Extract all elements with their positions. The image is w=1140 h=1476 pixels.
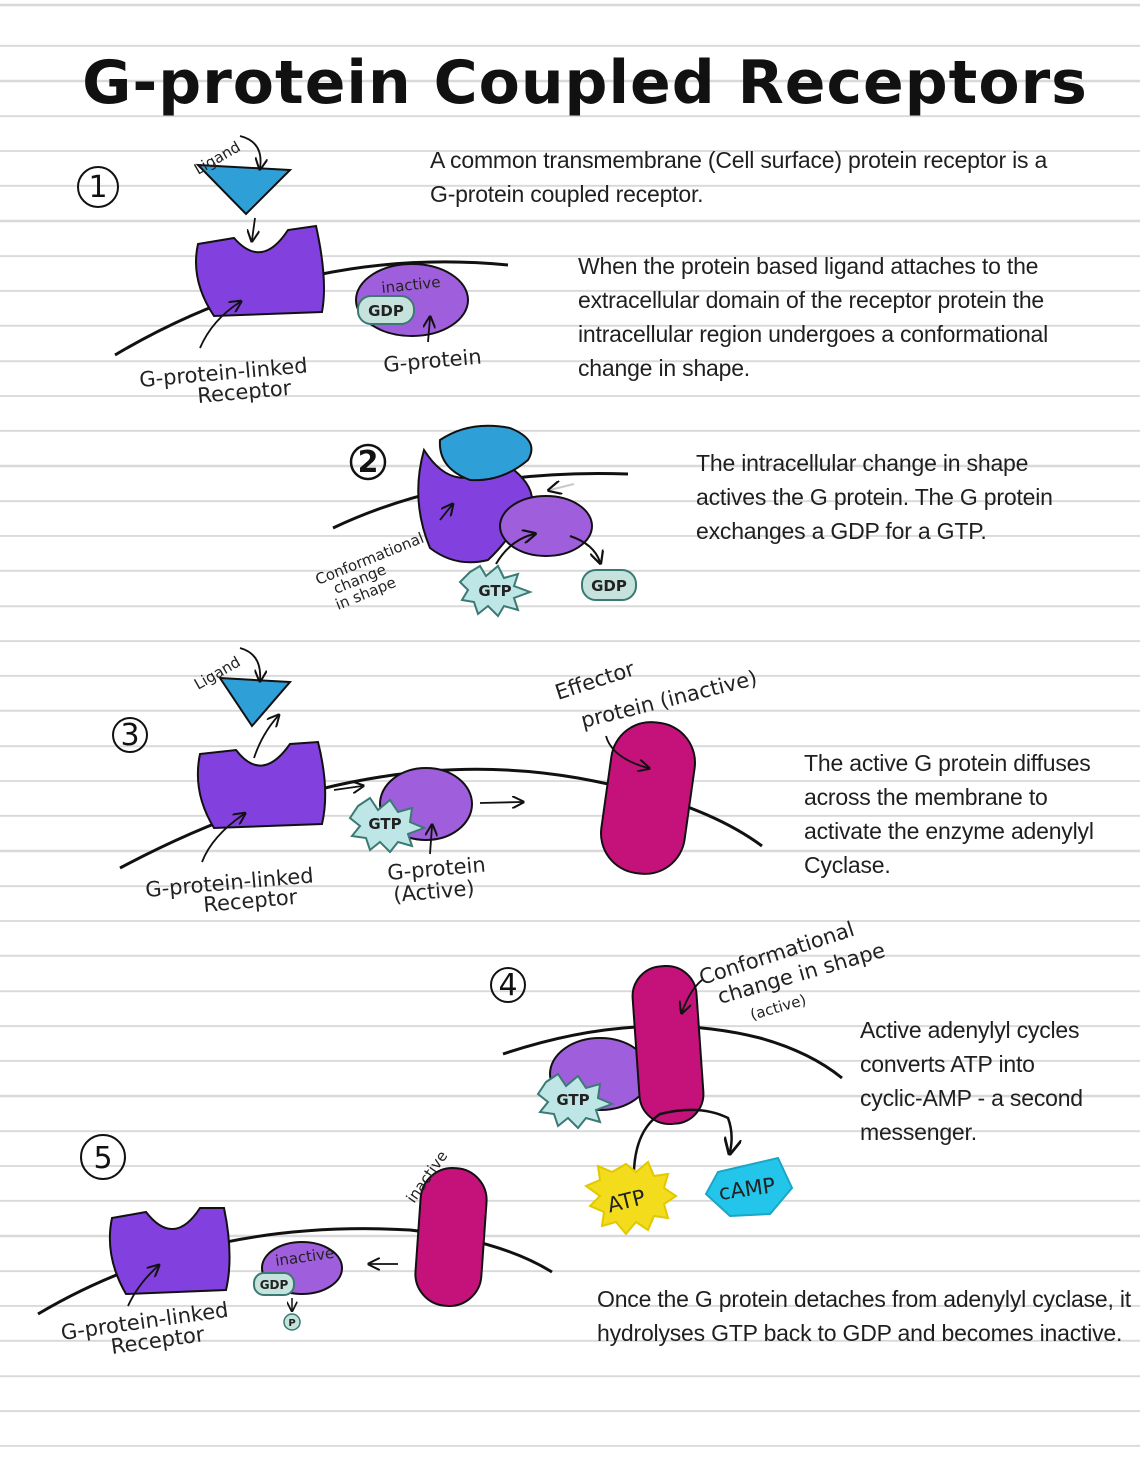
step-4-description: Active adenylyl cycles converts ATP into… [860,1017,1083,1145]
step-4-number: 4 [498,968,517,1003]
receptor-pointer-arrow [201,814,244,863]
step-1-illustration: 1 Ligand inactive GDP G-protein-linked R… [77,135,509,408]
receptor-shape [196,740,327,830]
gtp-star [348,796,427,854]
gtp-star [458,564,533,618]
conformation-pointer-arrow [682,979,703,1012]
step-2-description: The intracellular change in shape active… [696,450,1053,544]
diffusion-arrow-left [333,786,362,790]
step-1-intro-text: A common transmembrane (Cell surface) pr… [430,147,1048,207]
ligand-pointer-arrow [239,135,261,168]
step-4-number-badge: 4 [490,967,526,1003]
step-2-number-badge: 2 [349,443,387,481]
gdp-label: GDP [260,1278,289,1292]
gtp-label: GTP [478,582,511,600]
gdp-label: GDP [591,577,627,595]
ligand-pointer-arrow [239,647,260,680]
ligand-shape [438,424,533,482]
conformation-pointer-arrow [439,505,452,521]
step-3-description: The active G protein diffuses across the… [804,750,1094,878]
phosphate-label: P [288,1318,295,1329]
step-5-description: Once the G protein detaches from adenyly… [597,1286,1131,1346]
phosphate-circle [283,1313,301,1331]
atp-star [583,1160,678,1236]
step-1-number: 1 [88,170,107,205]
ligand-shape [218,676,293,728]
gdp-label: GDP [368,302,404,320]
atp-to-camp-arrow [632,1108,732,1171]
step-1-description: When the protein based ligand attaches t… [578,253,1049,381]
receptor-pointer-arrow [127,1266,158,1307]
binding-arrow [252,217,255,240]
diffusion-arrow-right [479,802,522,803]
g-protein-label: G-protein [382,344,482,376]
step-4-illustration: 4 GTP Conformational change in shape (ac… [490,917,888,1236]
camp-shape [704,1156,794,1218]
ligand-release-arrow [253,716,278,759]
step-2-number: 2 [358,445,379,480]
gtp-label: GTP [556,1091,589,1109]
step-5-number-badge: 5 [80,1134,126,1180]
gtp-star [536,1072,615,1130]
gdp-badge [581,569,637,601]
step-3-number-badge: 3 [112,717,148,753]
g-protein-shape [499,495,593,557]
cell-membrane [502,1024,843,1080]
receptor-pointer-arrow [199,302,240,349]
receptor-shape [108,1207,231,1296]
step-5-illustration: 5 inactive GDP P inactive G-protein-link… [37,1134,553,1359]
gtp-in-arrow [495,534,534,565]
step-1-number-badge: 1 [77,166,119,208]
gdp-out-arrow [569,535,600,562]
gtp-label: GTP [368,815,401,833]
step-5-number: 5 [93,1141,112,1176]
effector-protein-shape [600,721,696,875]
adenylyl-cyclase-shape [414,1167,488,1307]
g-protein-pointer-arrow [430,826,432,855]
step-3-illustration: 3 Ligand GTP Effector protein (inactive)… [112,647,763,917]
faint-arrow [550,484,575,490]
gdp-badge [253,1272,295,1296]
ligand-shape [195,163,293,216]
step-3-number: 3 [120,718,139,753]
g-protein-pointer-arrow [428,318,430,343]
gdp-badge [357,295,415,325]
receptor-shape [195,224,325,318]
step-2-illustration: 2 Conformational change in shape GTP GDP [313,424,637,618]
page-title: G-protein Coupled Receptors [82,48,1088,118]
effector-pointer-arrow [605,735,648,768]
